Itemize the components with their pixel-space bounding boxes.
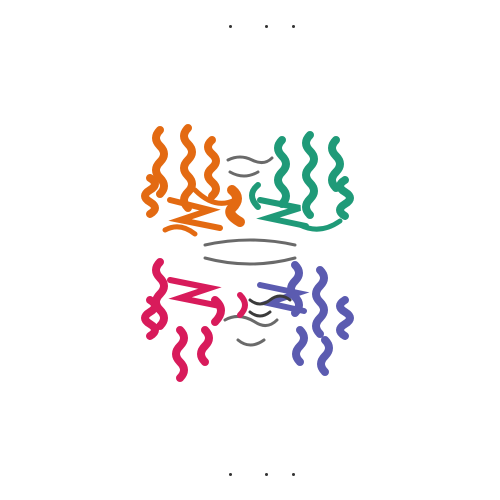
marker-dot (265, 25, 268, 28)
chain-c-magenta (141, 258, 248, 382)
marker-dot (229, 473, 232, 476)
marker-dot (265, 473, 268, 476)
top-marker-dots (0, 24, 500, 30)
chain-d-blue (256, 261, 354, 376)
marker-dot (292, 25, 295, 28)
marker-dot (292, 473, 295, 476)
chain-a-orange (141, 124, 245, 237)
central-linker (203, 155, 297, 347)
chain-b-teal (249, 131, 354, 232)
marker-dot (229, 25, 232, 28)
central-dark-strands (248, 294, 292, 318)
bottom-marker-dots (0, 472, 500, 478)
